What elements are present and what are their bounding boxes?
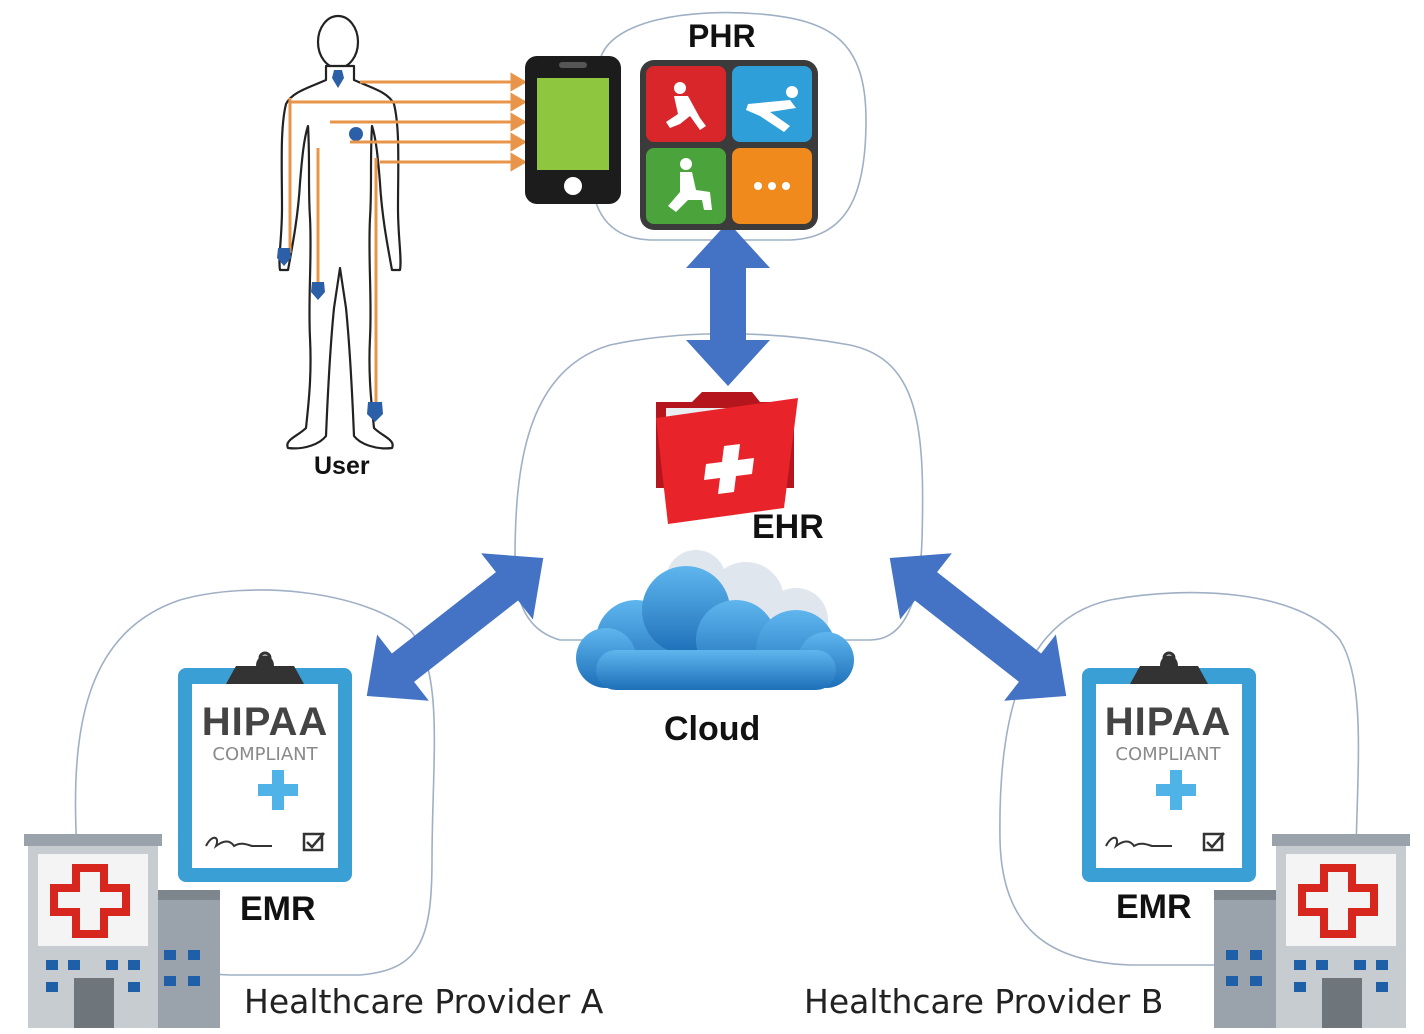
hipaa-b-title: HIPAA <box>1104 700 1232 744</box>
emr-a-label: EMR <box>240 890 316 928</box>
flow-arrows <box>366 222 1067 701</box>
hipaa-b-subtitle: COMPLIANT <box>1115 744 1221 765</box>
hospital-building-a-icon <box>24 834 220 1028</box>
emr-b-label: EMR <box>1116 888 1192 926</box>
human-figure-icon <box>277 14 402 450</box>
medical-folder-icon <box>656 392 798 524</box>
sensor-data-arrows <box>290 72 527 172</box>
hipaa-clipboard-a-icon <box>178 651 352 882</box>
phr-label: PHR <box>688 18 756 54</box>
ehr-label: EHR <box>752 508 824 546</box>
cloud-icon <box>576 550 854 690</box>
arrow-ehr-provider-b <box>889 553 1067 701</box>
hipaa-a-subtitle: COMPLIANT <box>212 744 318 765</box>
user-label: User <box>314 452 370 480</box>
phr-app-tiles-icon <box>640 60 818 230</box>
provider-b-label: Healthcare Provider B <box>804 982 1164 1021</box>
arrow-phr-ehr <box>686 222 770 386</box>
arrow-ehr-provider-a <box>366 553 544 701</box>
provider-a-label: Healthcare Provider A <box>244 982 604 1021</box>
hospital-building-b-icon <box>1214 834 1410 1028</box>
hipaa-clipboard-b-icon <box>1082 651 1256 882</box>
hipaa-a-title: HIPAA <box>201 700 329 744</box>
cloud-label: Cloud <box>664 710 761 748</box>
smartphone-icon <box>525 56 621 204</box>
provider-b-region-outline <box>999 591 1360 966</box>
